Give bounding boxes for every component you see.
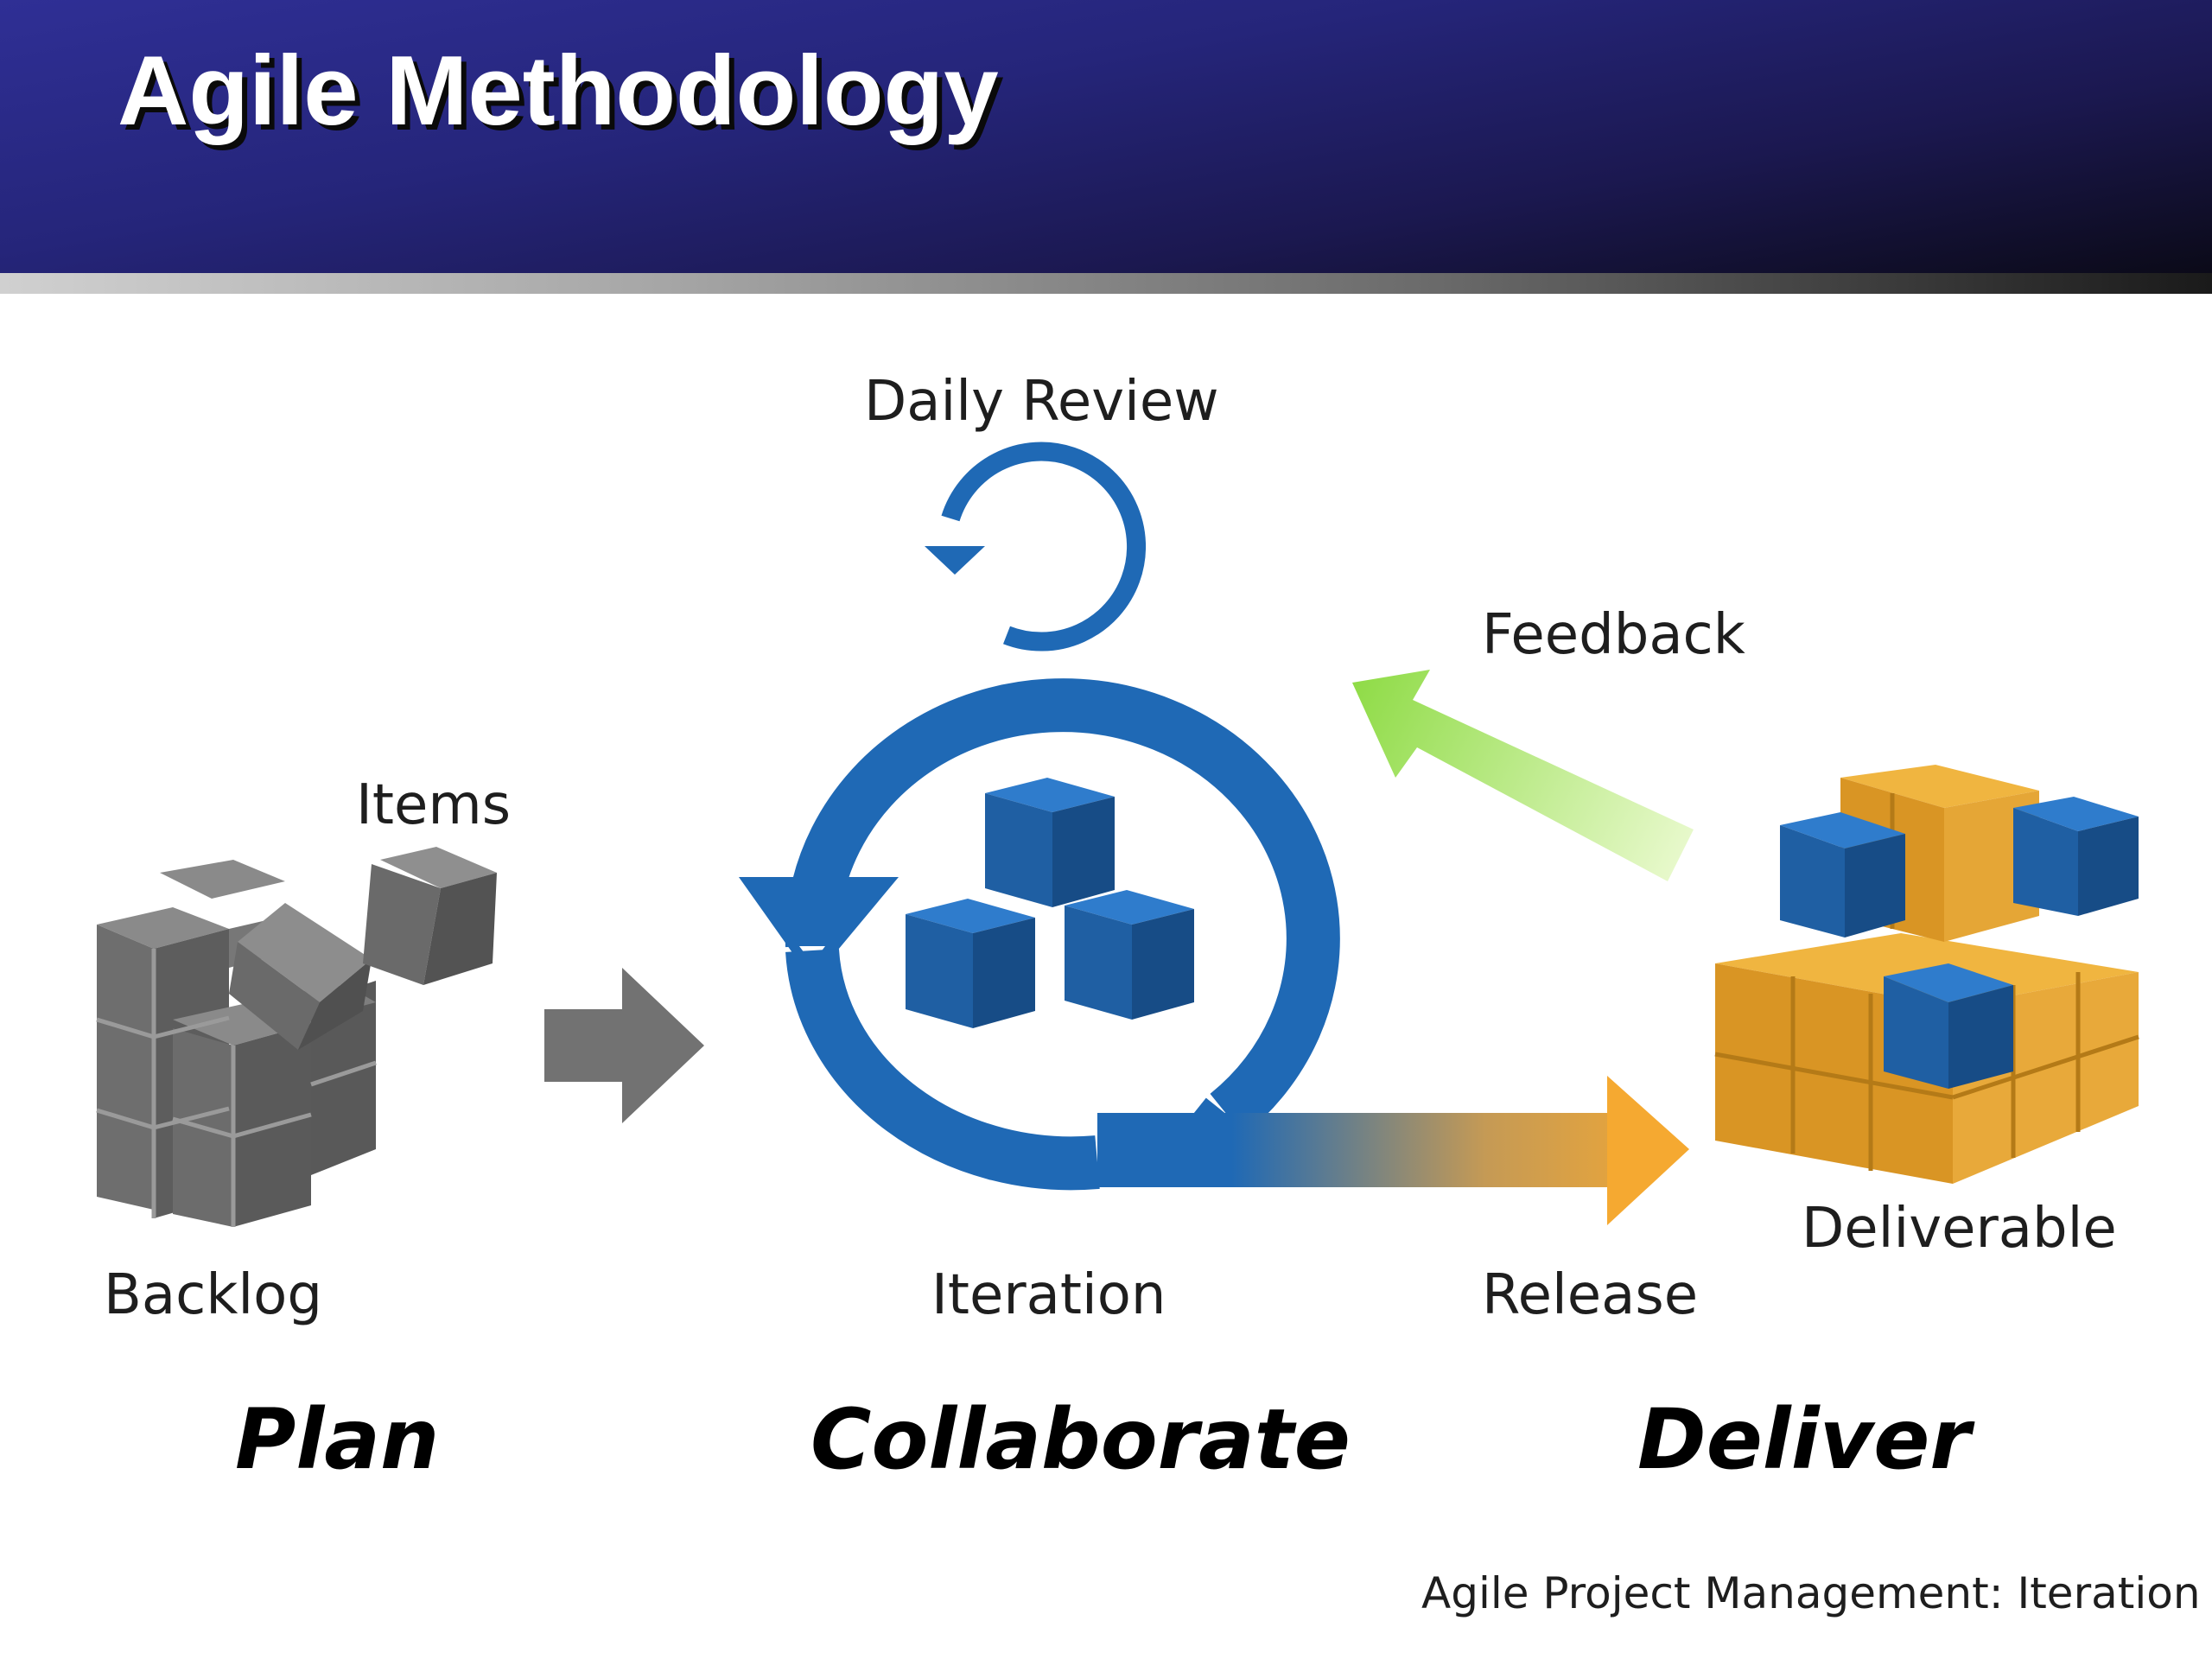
- phase-deliver: Deliver: [1637, 1391, 1971, 1488]
- deliverable-label: Deliverable: [1802, 1197, 2117, 1261]
- phase-collaborate: Collaborate: [810, 1391, 1351, 1488]
- iteration-label: Iteration: [931, 1263, 1166, 1327]
- iteration-cycle-icon: [739, 678, 1340, 1191]
- release-arrow: [1097, 1076, 1689, 1225]
- daily-review-label: Daily Review: [864, 370, 1219, 434]
- feedback-label: Feedback: [1482, 603, 1745, 667]
- slide-caption: Agile Project Management: Iteration: [1421, 1568, 2201, 1618]
- items-label: Items: [356, 773, 512, 837]
- backlog-label: Backlog: [104, 1263, 322, 1327]
- daily-review-loop-icon: [925, 442, 1147, 652]
- release-label: Release: [1482, 1263, 1699, 1327]
- backlog-cubes-icon: [96, 847, 497, 1227]
- deliverable-cubes-icon: [1714, 765, 2139, 1184]
- feedback-arrow: [1352, 670, 1694, 881]
- phase-plan: Plan: [235, 1391, 440, 1488]
- iteration-cubes-icon: [906, 778, 1194, 1028]
- header-divider-bar: [0, 273, 2212, 294]
- plan-to-iteration-arrow: [544, 968, 704, 1123]
- slide-title: Agile Methodology: [118, 36, 999, 146]
- slide-header: [0, 0, 2212, 273]
